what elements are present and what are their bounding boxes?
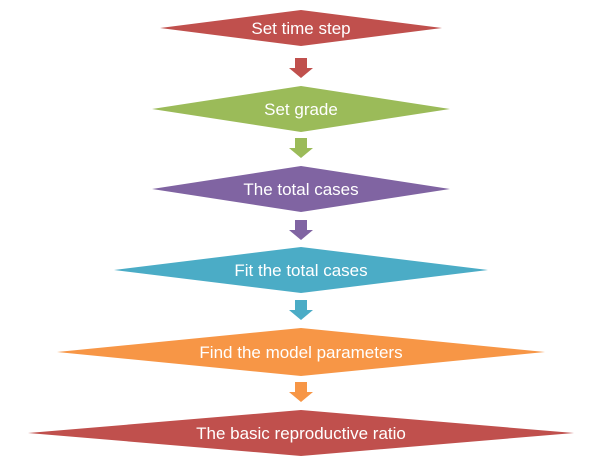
step-label: Set time step <box>251 19 350 38</box>
arrow-down-icon <box>289 382 313 402</box>
step-label: Fit the total cases <box>234 261 367 280</box>
step-set-grade: Set grade <box>152 86 450 132</box>
step-the-basic-reproductive-ratio: The basic reproductive ratio <box>28 410 574 456</box>
arrow-down-icon <box>289 138 313 158</box>
step-label: The basic reproductive ratio <box>196 424 406 443</box>
step-label: Set grade <box>264 100 338 119</box>
arrow-down-icon <box>289 220 313 240</box>
step-label: The total cases <box>243 180 358 199</box>
step-label: Find the model parameters <box>199 343 402 362</box>
step-diamond <box>152 86 450 132</box>
step-diamond <box>152 166 450 212</box>
arrow-down-icon <box>289 300 313 320</box>
step-diamond <box>28 410 574 456</box>
step-diamond <box>114 247 488 293</box>
step-set-time-step: Set time step <box>160 10 442 46</box>
step-diamond <box>160 10 442 46</box>
step-fit-the-total-cases: Fit the total cases <box>114 247 488 293</box>
step-find-the-model-parameters: Find the model parameters <box>57 328 545 376</box>
arrow-down-icon <box>289 58 313 78</box>
step-the-total-cases: The total cases <box>152 166 450 212</box>
step-diamond <box>57 328 545 376</box>
